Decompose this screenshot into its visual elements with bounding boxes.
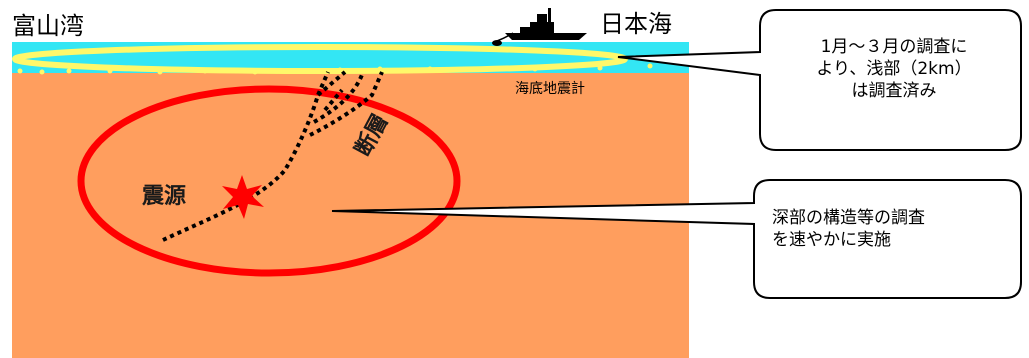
callout-bubble-deep (331, 179, 1022, 299)
shallow-survey-line-3: は調査済み (851, 81, 937, 101)
crust-block (12, 52, 689, 358)
survey-ship-icon (492, 8, 587, 46)
seismometer-label: 海底地震計 (515, 81, 585, 97)
deep-survey-line-1: 深部の構造等の調査 (772, 208, 925, 228)
deep-survey-region-ring (77, 85, 461, 277)
shallow-survey-note: 1月～３月の調査に より、浅部（2km） は調査済み (763, 36, 1025, 102)
star-burst-icon (222, 175, 264, 219)
sea-of-japan-label: 日本海 (600, 10, 672, 38)
callout-bubble-shallow (617, 9, 1022, 151)
toyama-bay-label: 富山湾 (12, 12, 84, 40)
hypocenter-label: 震源 (142, 184, 186, 209)
deep-survey-line-2: を速やかに実施 (772, 230, 891, 250)
fault-trace (162, 70, 384, 242)
shallow-survey-line-1: 1月～３月の調査に (820, 37, 968, 57)
deep-survey-note: 深部の構造等の調査 を速やかに実施 (772, 207, 1022, 251)
seismometer-array (17, 63, 653, 75)
shallow-survey-ring (12, 44, 628, 74)
shallow-survey-line-2: より、浅部（2km） (816, 59, 972, 79)
